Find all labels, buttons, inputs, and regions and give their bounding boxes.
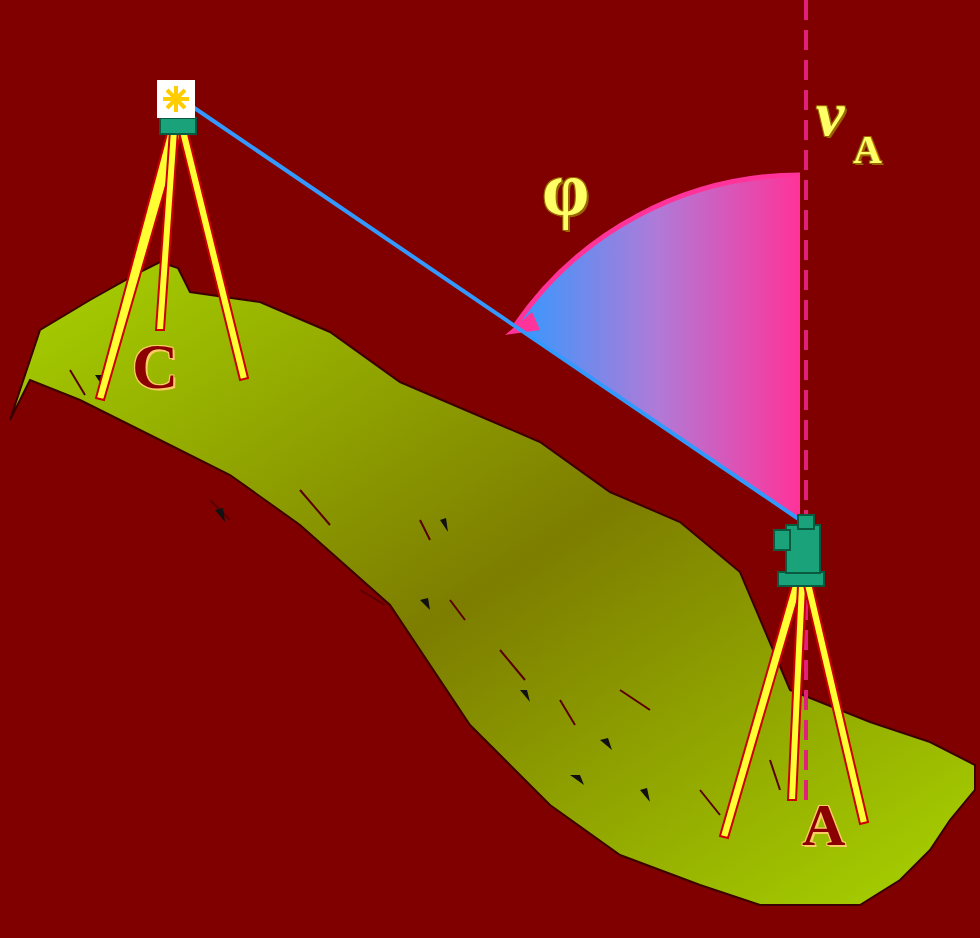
tripod-a xyxy=(720,583,868,838)
target xyxy=(157,80,195,118)
angle-symbol: φ xyxy=(542,150,589,226)
terrain-cracks xyxy=(70,370,780,815)
subscript: A xyxy=(853,130,882,170)
angle-sector xyxy=(515,175,800,520)
vertical-line xyxy=(804,0,808,800)
point-label: A xyxy=(802,795,845,855)
terrain-marks xyxy=(95,375,650,802)
vertical-symbol: v xyxy=(816,82,844,146)
point-label: C xyxy=(132,335,178,399)
theodolite xyxy=(774,515,824,586)
ground xyxy=(10,262,975,905)
sight-line xyxy=(190,105,800,520)
tripod-c xyxy=(96,118,248,400)
